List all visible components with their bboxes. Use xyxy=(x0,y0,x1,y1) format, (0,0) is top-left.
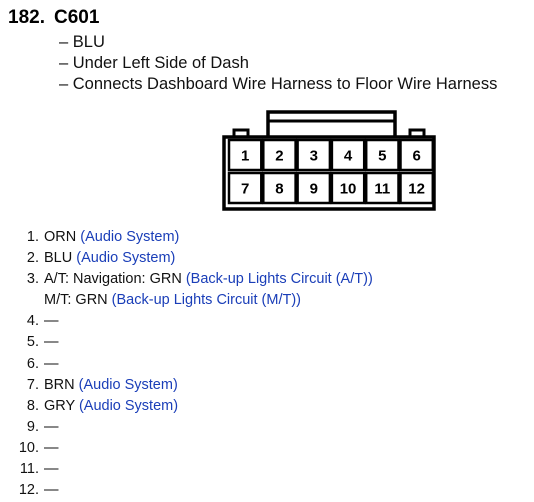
description-color: BLU xyxy=(59,32,497,53)
cavity-label-7: 7 xyxy=(241,181,249,198)
cavity-11 xyxy=(364,171,400,205)
cavity-label-1: 1 xyxy=(241,148,249,165)
cavity-label-11: 11 xyxy=(374,181,390,198)
pin-circuit-link[interactable]: (Audio System) xyxy=(80,229,180,245)
cavity-label-3: 3 xyxy=(310,148,318,165)
pin-circuit-link[interactable]: (Audio System) xyxy=(76,250,176,267)
connector-right-guide xyxy=(408,128,426,139)
pin-row-12: 12. — xyxy=(17,480,373,501)
connector-description: BLU Under Left Side of Dash Connects Das… xyxy=(59,32,498,95)
cavity-label-8: 8 xyxy=(275,181,283,198)
pin-wire: — xyxy=(44,482,59,499)
cavity-3 xyxy=(296,138,332,172)
description-connects: Connects Dashboard Wire Harness to Floor… xyxy=(59,74,498,95)
pin-list: 1. ORN (Audio System) 2. BLU (Audio System… xyxy=(17,227,373,501)
pin-row-5: 5. — xyxy=(17,332,373,353)
cavity-4 xyxy=(330,138,366,172)
cavity-2 xyxy=(262,138,297,172)
pin-wire: ORN xyxy=(44,229,77,245)
cavity-9 xyxy=(296,171,332,205)
heading-code: C601 xyxy=(53,7,100,28)
cavity-label-10: 10 xyxy=(340,181,357,198)
pin-number: 11. xyxy=(19,461,39,478)
pin-circuit-link[interactable]: (Back-up Lights Circuit (M/T)) xyxy=(111,292,302,309)
pin-wire: GRY xyxy=(44,397,75,414)
pin-number: 5. xyxy=(26,334,39,351)
description-location: Under Left Side of Dash xyxy=(59,53,497,74)
pin-wire: BRN xyxy=(44,376,75,393)
pin-wire: A/T: Navigation: GRN xyxy=(44,271,182,288)
cavity-label-2: 2 xyxy=(275,148,283,165)
pin-row-4: 4. — xyxy=(17,311,373,332)
pin-wire: — xyxy=(44,418,59,435)
cavity-label-4: 4 xyxy=(344,148,353,165)
pin-number: 1. xyxy=(26,229,39,245)
pin-circuit-link[interactable]: (Audio System) xyxy=(78,397,179,414)
pin-number: 10. xyxy=(18,439,39,456)
pin-row-6: 6. — xyxy=(17,354,373,375)
pin-circuit-link[interactable]: (Audio System) xyxy=(78,376,178,393)
pin-number: 6. xyxy=(26,355,39,372)
pin-circuit-link[interactable]: (Back-up Lights Circuit (A/T)) xyxy=(185,271,373,288)
connector-lock-tab xyxy=(266,110,397,137)
pin-number: 3. xyxy=(26,271,39,288)
pin-number: 12. xyxy=(18,482,39,499)
cavity-5 xyxy=(364,138,400,172)
cavity-1 xyxy=(227,138,263,172)
connector-heading: 182. C601 xyxy=(8,7,99,29)
pin-wire: — xyxy=(44,334,59,351)
pin-row-1: 1. ORN (Audio System) xyxy=(17,227,373,248)
pin-wire: — xyxy=(44,313,59,330)
cavity-7 xyxy=(227,171,263,205)
pin-wire: — xyxy=(44,461,59,478)
pin-number: 8. xyxy=(26,397,39,414)
pin-number: 9. xyxy=(26,418,39,435)
cavity-label-12: 12 xyxy=(408,181,425,198)
connector-left-guide xyxy=(232,128,250,139)
pin-wire: BLU xyxy=(44,250,73,267)
cavity-6 xyxy=(399,138,435,172)
pin-row-2: 2. BLU (Audio System) xyxy=(17,248,373,269)
pin-number: 7. xyxy=(26,376,39,393)
pin-row-3-alt: M/T: GRN (Back-up Lights Circuit (M/T)) xyxy=(17,290,373,311)
pin-wire: — xyxy=(44,355,59,372)
cavity-12 xyxy=(399,171,435,205)
pin-number: 4. xyxy=(26,313,39,330)
pin-wire: M/T: GRN xyxy=(44,292,108,309)
cavity-10 xyxy=(330,171,366,205)
cavity-label-9: 9 xyxy=(310,181,318,198)
heading-number: 182. xyxy=(8,7,45,28)
cavity-label-5: 5 xyxy=(378,148,386,165)
pin-row-9: 9. — xyxy=(17,417,373,438)
cavity-8 xyxy=(262,171,297,205)
pin-row-3: 3. A/T: Navigation: GRN (Back-up Lights C… xyxy=(17,269,373,290)
pin-row-11: 11. — xyxy=(17,459,373,480)
pin-row-10: 10. — xyxy=(17,438,373,459)
pin-number: 2. xyxy=(26,250,39,267)
pin-row-7: 7. BRN (Audio System) xyxy=(17,375,373,396)
pin-wire: — xyxy=(44,439,59,456)
cavity-label-6: 6 xyxy=(412,148,420,165)
pin-row-8: 8. GRY (Audio System) xyxy=(17,396,373,417)
